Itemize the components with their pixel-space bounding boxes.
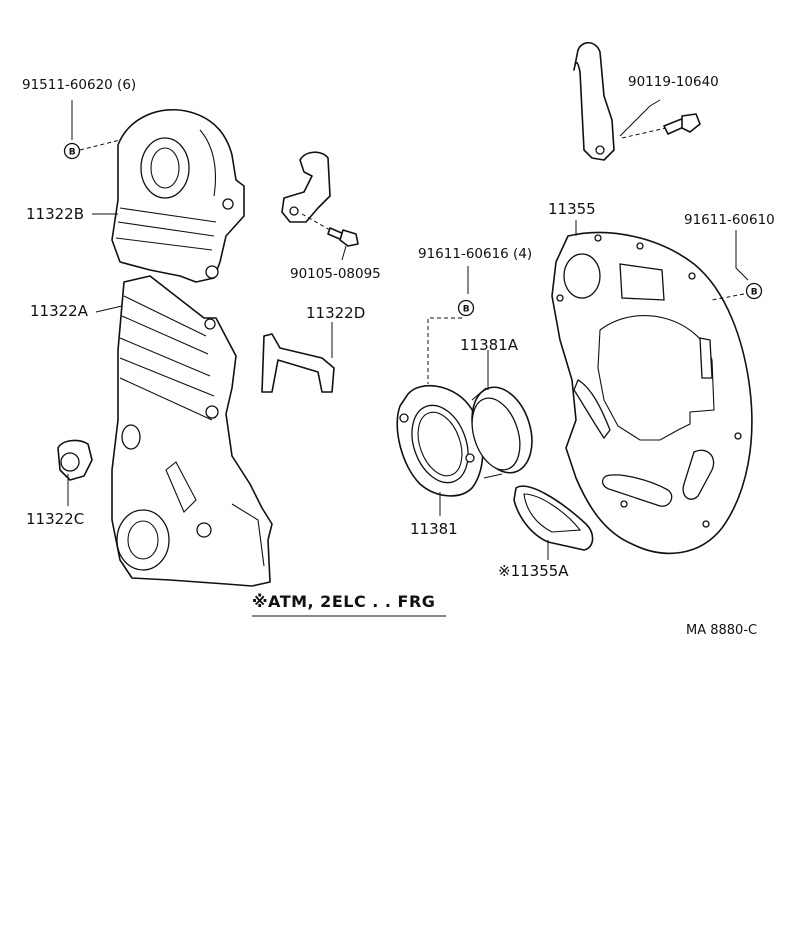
hook-bracket: [573, 41, 615, 161]
hook-bolt: [663, 113, 701, 135]
upper-timing-cover: [111, 108, 245, 283]
part-label-91511-60620: 91511-60620 (6): [22, 77, 137, 93]
end-plate-gasket: [513, 485, 594, 551]
part-label-11322c: 11322C: [26, 510, 85, 528]
oil-seal: [471, 386, 533, 479]
seal-retainer: [396, 385, 484, 497]
cover-guide: [261, 333, 335, 393]
part-label-11355: 11355: [548, 200, 596, 218]
cover-bracket: [281, 151, 331, 223]
svg-text:B: B: [69, 147, 76, 157]
part-label-11322b: 11322B: [26, 205, 85, 223]
svg-text:B: B: [751, 287, 758, 297]
bracket-bolt: [327, 227, 359, 247]
part-label-11381: 11381: [410, 520, 458, 538]
circle-b-icon: B: [457, 299, 475, 317]
circle-b-icon: B: [745, 282, 763, 300]
leader-lines: [67, 99, 749, 617]
part-label-91611-60616: 91611-60616 (4): [418, 246, 533, 262]
part-label-11322d: 11322D: [306, 304, 366, 322]
part-label-11322a: 11322A: [30, 302, 88, 320]
part-label-91611-60610: 91611-60610: [684, 212, 775, 228]
part-label-90119-10640: 90119-10640: [628, 74, 719, 90]
lower-timing-cover: [111, 275, 273, 587]
svg-text:B: B: [463, 304, 470, 314]
part-label-11355a: ※11355A: [498, 562, 569, 580]
engine-end-plate: [551, 231, 753, 555]
cover-plug: [57, 439, 93, 481]
circle-b-icon: B: [63, 142, 81, 160]
applicability-note: ※ATM, 2ELC . . FRG: [252, 592, 436, 611]
part-label-90105-08095: 90105-08095: [290, 266, 381, 282]
drawing-code: MA 8880-C: [686, 623, 758, 638]
part-label-11381a: 11381A: [460, 336, 518, 354]
